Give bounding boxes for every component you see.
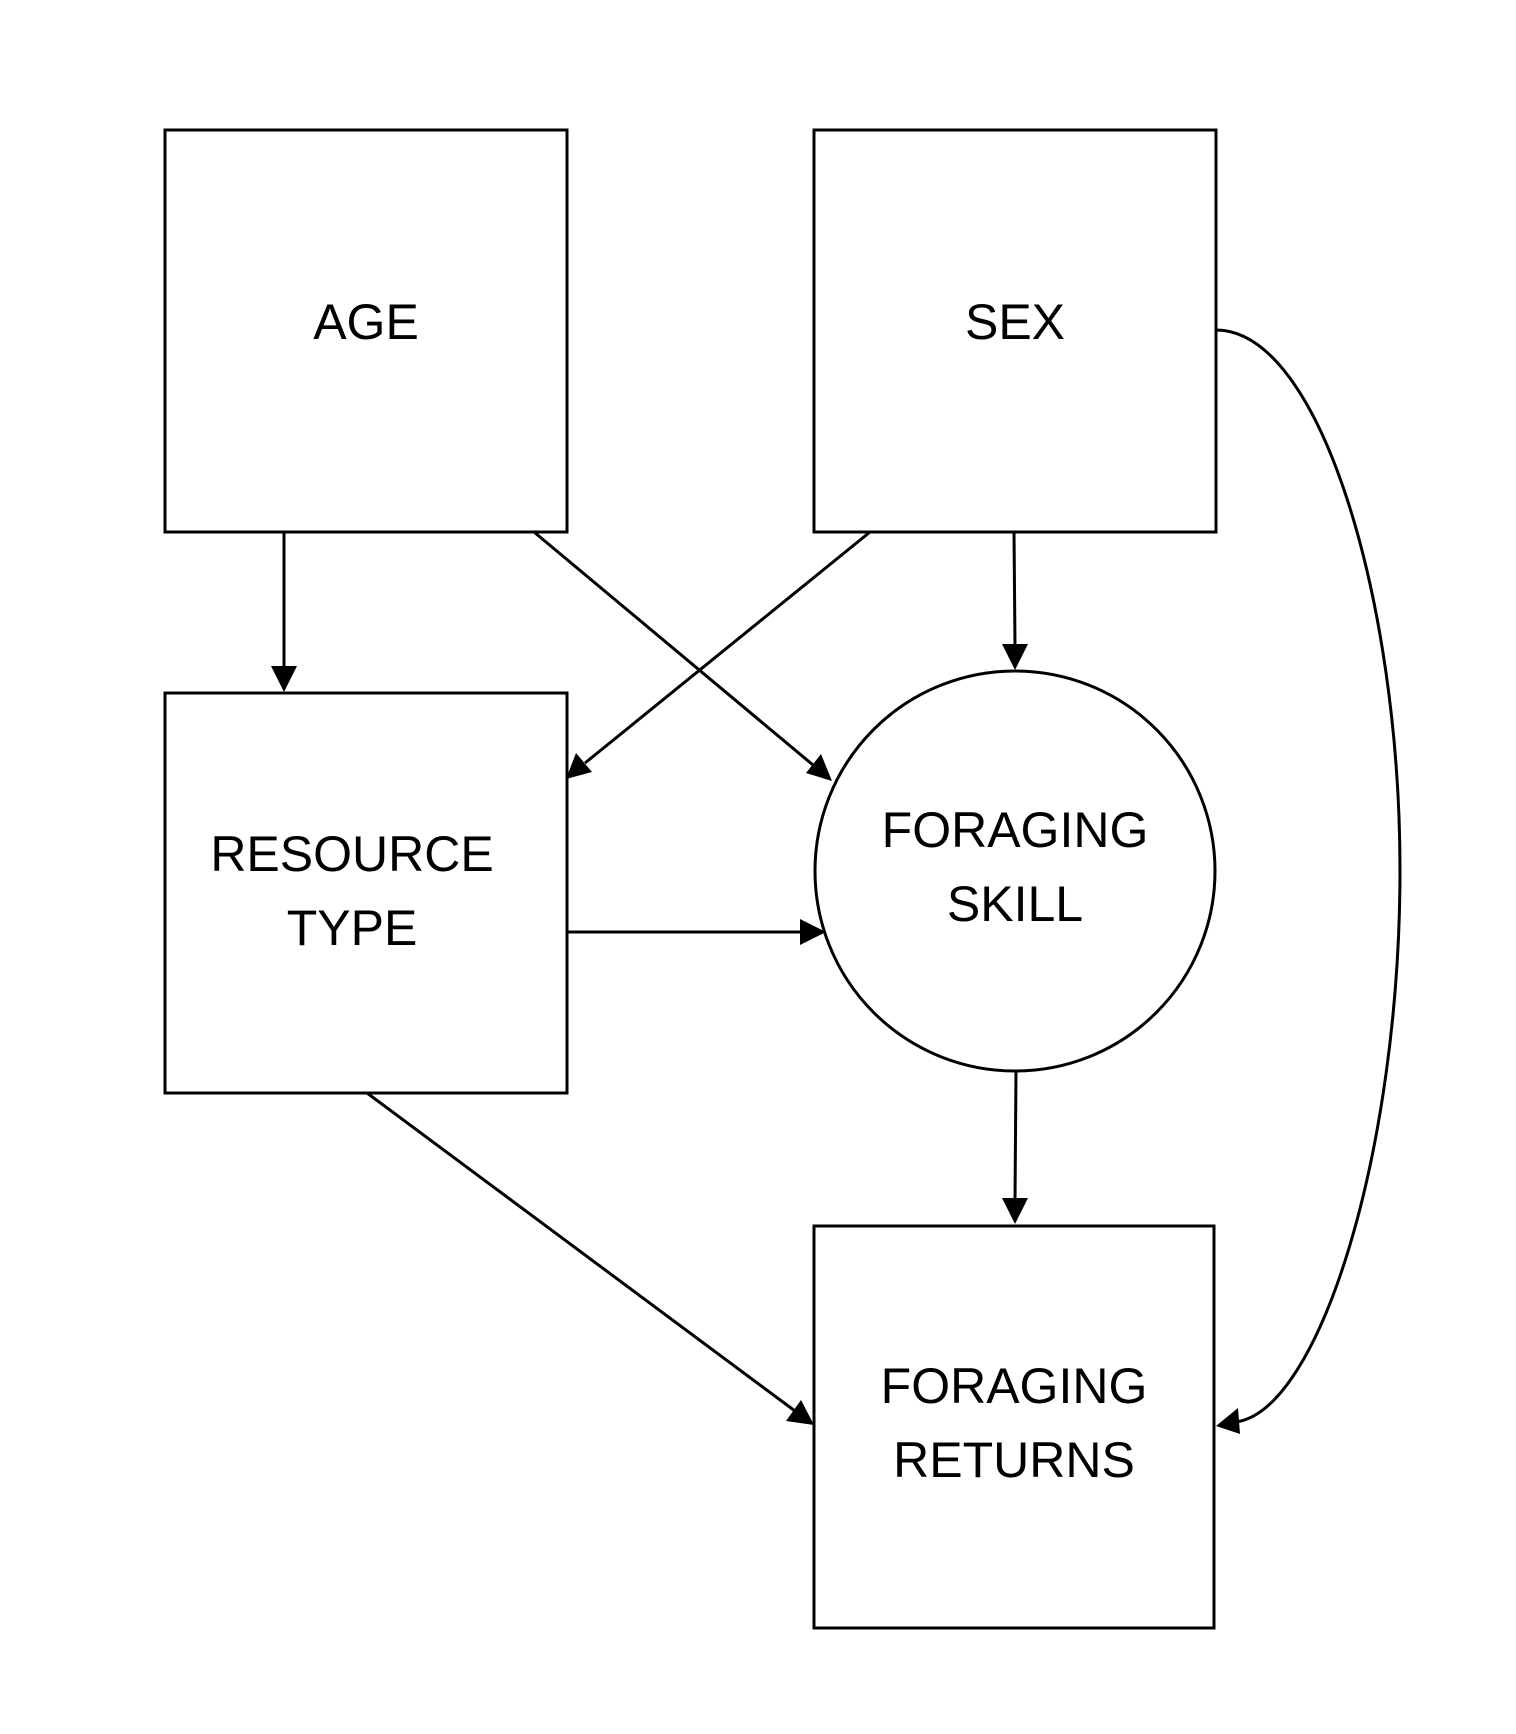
- arrowhead-icon: [1002, 1198, 1028, 1224]
- node-resource-type: RESOURCE TYPE: [163, 691, 569, 1095]
- edge-curve: [1215, 328, 1402, 1424]
- node-circle: [813, 669, 1217, 1073]
- edge-sex-to-foraging-returns: [1215, 328, 1402, 1434]
- edge-sex-to-foraging-skill: [1002, 531, 1028, 670]
- node-foraging-returns: FORAGING RETURNS: [812, 1224, 1216, 1630]
- node-label-line-2: TYPE: [287, 900, 418, 956]
- edge-foraging-skill-to-foraging-returns: [1002, 1070, 1028, 1224]
- edge-line: [1013, 1070, 1018, 1201]
- node-label-line-1: FORAGING: [881, 1358, 1148, 1414]
- nodes: AGE SEX RESOURCE TYPE FORAGING SKILL FOR…: [163, 128, 1218, 1630]
- edge-line: [1012, 531, 1017, 647]
- node-box: [812, 128, 1218, 534]
- arrowhead-icon: [800, 919, 826, 945]
- node-label-line-2: SKILL: [947, 876, 1083, 932]
- node-label-line-1: FORAGING: [882, 802, 1149, 858]
- edge-sex-to-resource-type: [566, 530, 871, 779]
- node-box: [163, 691, 569, 1095]
- arrowhead-icon: [1002, 644, 1028, 670]
- edge-line: [584, 530, 871, 765]
- arrowhead-icon: [1216, 1408, 1240, 1434]
- arrowhead-icon: [566, 753, 592, 779]
- node-foraging-skill: FORAGING SKILL: [813, 669, 1217, 1073]
- node-sex: SEX: [812, 128, 1218, 534]
- edge-resource-type-to-foraging-skill: [567, 919, 826, 945]
- node-label-line-2: RETURNS: [893, 1432, 1135, 1488]
- edge-age-to-foraging-skill: [533, 530, 832, 781]
- edge-line: [533, 530, 814, 767]
- arrowhead-icon: [806, 754, 832, 781]
- node-label-line-1: SEX: [965, 294, 1065, 350]
- edge-line: [366, 1091, 796, 1413]
- edges: [271, 328, 1402, 1434]
- node-box: [163, 128, 569, 534]
- node-label-line-1: AGE: [313, 294, 419, 350]
- arrowhead-icon: [786, 1400, 814, 1425]
- edge-age-to-resource-type: [271, 532, 297, 692]
- node-label-line-1: RESOURCE: [210, 826, 493, 882]
- edge-resource-type-to-foraging-returns: [366, 1091, 814, 1425]
- node-age: AGE: [163, 128, 569, 534]
- arrowhead-icon: [271, 666, 297, 692]
- node-box: [812, 1224, 1216, 1630]
